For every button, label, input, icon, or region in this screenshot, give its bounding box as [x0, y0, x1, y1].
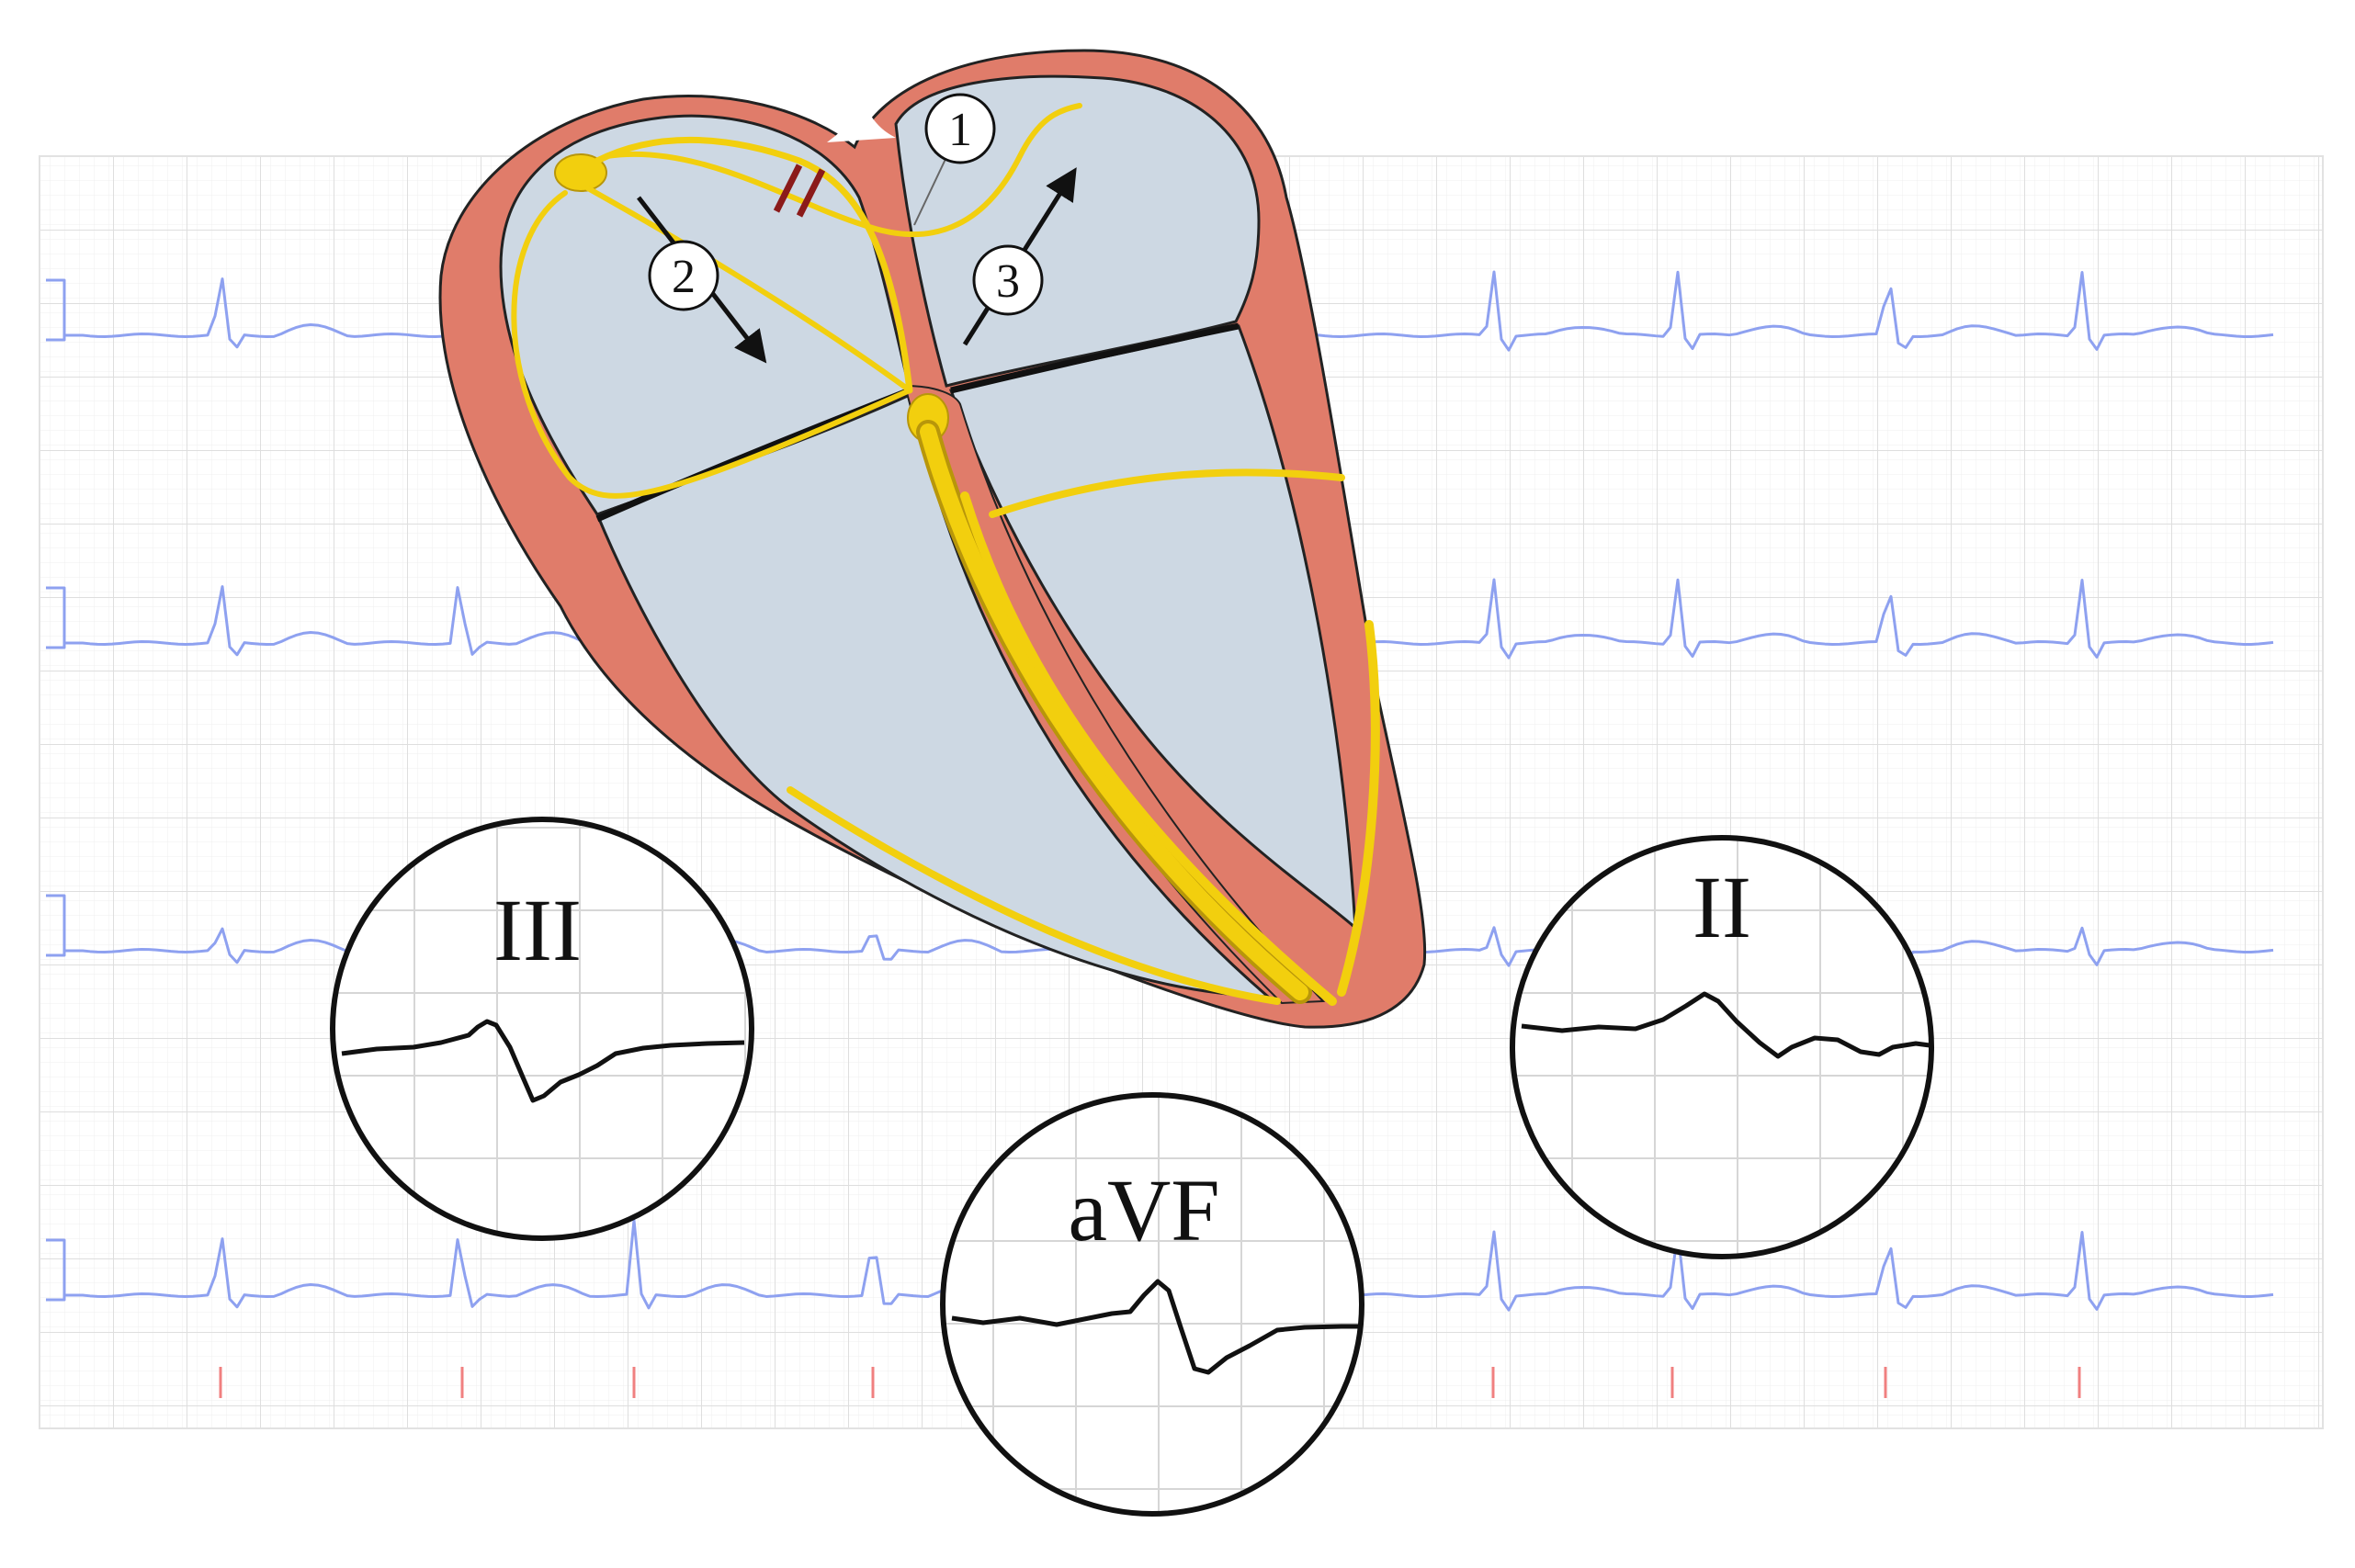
- marker-3: 3: [974, 246, 1042, 314]
- marker-1: 1: [926, 95, 994, 163]
- svg-text:1: 1: [948, 104, 972, 156]
- svg-text:3: 3: [996, 255, 1020, 308]
- svg-text:2: 2: [672, 251, 696, 303]
- lead-ii-label: II: [1693, 858, 1751, 956]
- lead-avf-label: aVF: [1068, 1161, 1219, 1259]
- lead-iii-label: III: [493, 881, 582, 979]
- marker-2: 2: [650, 242, 718, 310]
